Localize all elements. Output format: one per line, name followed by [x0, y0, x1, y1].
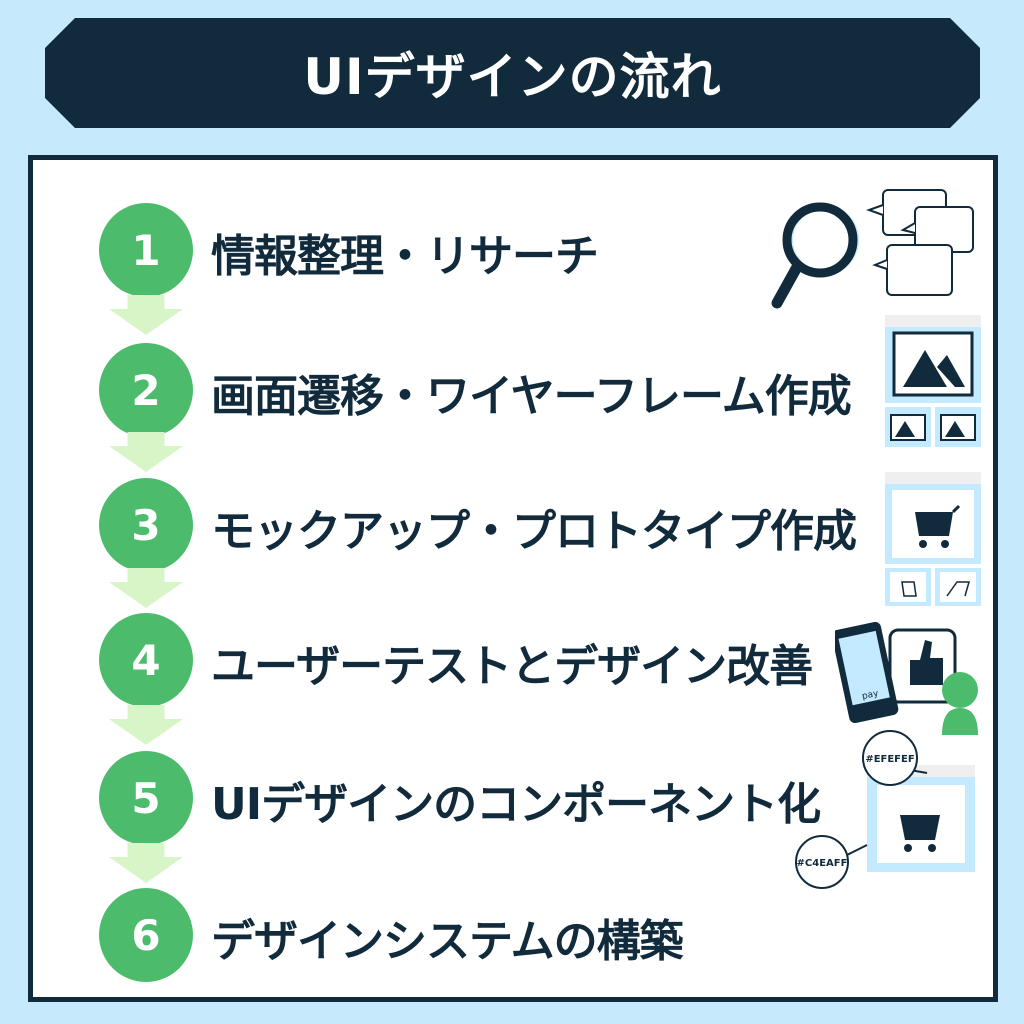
step-number: 2 [99, 343, 193, 437]
step-label: UIデザインのコンポーネント化 [211, 779, 821, 830]
step-number: 3 [99, 478, 193, 572]
step-label: モックアップ・プロトタイプ作成 [211, 506, 857, 557]
step-5: 5 UIデザインのコンポーネント化 [33, 748, 993, 848]
magnifier-speech-bubbles-icon [771, 189, 974, 309]
wireframe-image-icon [885, 315, 981, 447]
step-6: 6 デザインシステムの構築 [33, 885, 993, 985]
step-label: ユーザーテストとデザイン改善 [211, 641, 813, 692]
step-number: 6 [99, 888, 193, 982]
step-label: 情報整理・リサーチ [211, 231, 599, 282]
step-number: 1 [99, 203, 193, 297]
arrow-down-icon [109, 843, 183, 883]
arrow-down-icon [109, 705, 183, 745]
step-3: 3 モックアップ・プロトタイプ作成 [33, 475, 993, 575]
flow-panel: 1 情報整理・リサーチ 2 画面遷移・ワイヤーフレーム作成 3 モックアップ・プロトタ… [28, 155, 998, 1002]
color-label-c4eaff: #C4EAFF [797, 858, 848, 869]
mockup-cart-icon [885, 472, 981, 606]
title-banner: UIデザインの流れ [45, 18, 980, 128]
page-title: UIデザインの流れ [303, 48, 722, 106]
step-number: 5 [99, 751, 193, 845]
step-1: 1 情報整理・リサーチ [33, 200, 993, 300]
step-4: 4 ユーザーテストとデザイン改善 [33, 610, 993, 710]
step-label: 画面遷移・ワイヤーフレーム作成 [211, 371, 852, 422]
arrow-down-icon [109, 295, 183, 335]
step-2: 2 画面遷移・ワイヤーフレーム作成 [33, 340, 993, 440]
step-number: 4 [99, 613, 193, 707]
tablet-thumbs-up-user-icon: pay [835, 621, 978, 735]
color-picker-component-icon: #EFEFEF #C4EAFF [795, 730, 975, 889]
pay-label: pay [861, 689, 880, 702]
cart-icon [915, 504, 961, 548]
step-label: デザインシステムの構築 [211, 916, 684, 967]
color-label-efefef: #EFEFEF [865, 754, 914, 765]
